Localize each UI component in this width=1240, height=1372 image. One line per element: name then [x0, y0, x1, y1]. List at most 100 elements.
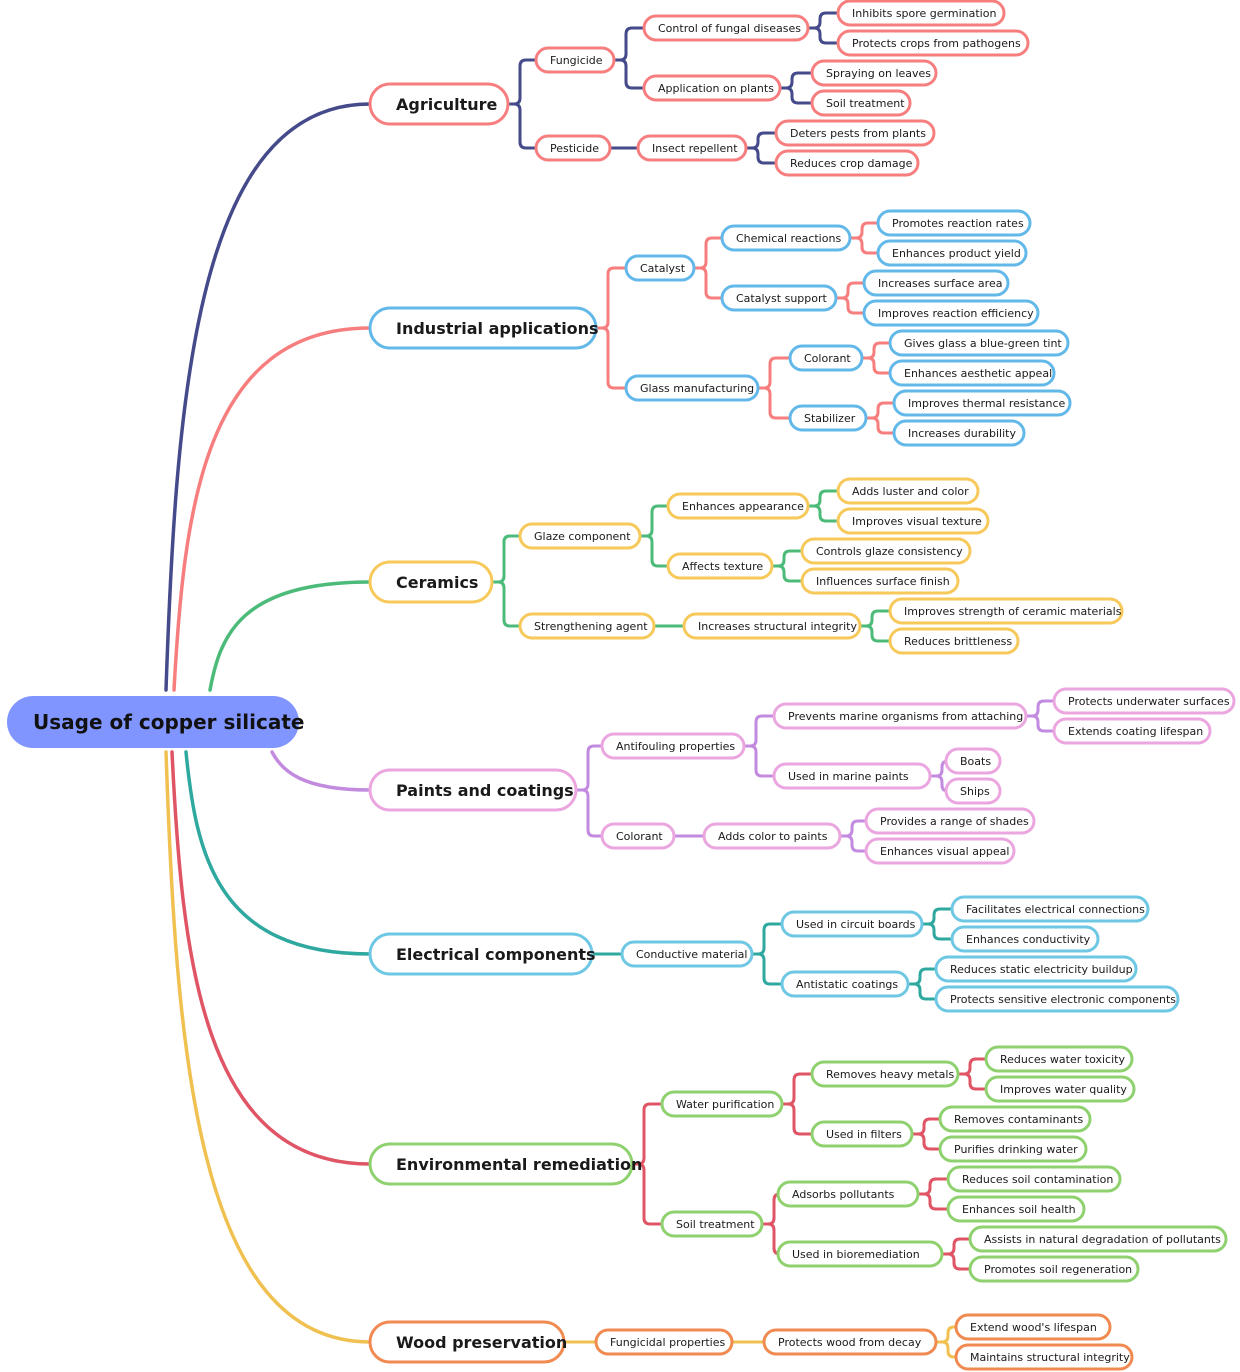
topic-node-colorant[interactable]: Colorant	[788, 344, 864, 372]
topic-node-protects-wood-from-decay[interactable]: Protects wood from decay	[762, 1328, 938, 1356]
topic-node-gives-glass-a-blue-green-tint[interactable]: Gives glass a blue-green tint	[888, 329, 1070, 357]
topic-node-increases-durability[interactable]: Increases durability	[892, 419, 1026, 447]
topic-node-reduces-soil-contamination[interactable]: Reduces soil contamination	[946, 1165, 1122, 1193]
node-box	[944, 747, 1002, 775]
topic-node-glaze-component[interactable]: Glaze component	[518, 522, 642, 550]
topic-node-ships[interactable]: Ships	[944, 777, 1002, 805]
topic-node-glass-manufacturing[interactable]: Glass manufacturing	[624, 374, 760, 402]
node-box	[666, 492, 810, 520]
topic-node-reduces-water-toxicity[interactable]: Reduces water toxicity	[984, 1045, 1134, 1073]
topic-node-extend-wood-s-lifespan[interactable]: Extend wood's lifespan	[954, 1313, 1112, 1341]
topic-node-chemical-reactions[interactable]: Chemical reactions	[720, 224, 852, 252]
topic-node-spraying-on-leaves[interactable]: Spraying on leaves	[810, 59, 938, 87]
topic-node-protects-underwater-surfaces[interactable]: Protects underwater surfaces	[1052, 687, 1236, 715]
topic-node-enhances-visual-appeal[interactable]: Enhances visual appeal	[864, 837, 1016, 865]
topic-node-ceramics[interactable]: Ceramics	[368, 560, 494, 604]
topic-node-enhances-appearance[interactable]: Enhances appearance	[666, 492, 810, 520]
connector	[1024, 699, 1056, 718]
topic-node-assists-in-natural-degradation-of-pollutants[interactable]: Assists in natural degradation of pollut…	[968, 1225, 1228, 1253]
topic-node-protects-sensitive-electronic-components[interactable]: Protects sensitive electronic components	[934, 985, 1180, 1013]
topic-node-used-in-marine-paints[interactable]: Used in marine paints	[772, 762, 932, 790]
node-label: Reduces brittleness	[904, 635, 1012, 648]
node-box	[620, 940, 754, 968]
topic-node-inhibits-spore-germination[interactable]: Inhibits spore germination	[836, 0, 1006, 27]
topic-node-adds-luster-and-color[interactable]: Adds luster and color	[836, 477, 980, 505]
topic-node-affects-texture[interactable]: Affects texture	[666, 552, 774, 580]
topic-node-conductive-material[interactable]: Conductive material	[620, 940, 754, 968]
topic-node-maintains-structural-integrity[interactable]: Maintains structural integrity	[954, 1343, 1134, 1371]
node-box	[836, 0, 1006, 27]
topic-node-extends-coating-lifespan[interactable]: Extends coating lifespan	[1052, 717, 1212, 745]
topic-node-agriculture[interactable]: Agriculture	[368, 82, 510, 126]
topic-node-improves-thermal-resistance[interactable]: Improves thermal resistance	[892, 389, 1072, 417]
topic-node-improves-strength-of-ceramic-materials[interactable]: Improves strength of ceramic materials	[888, 597, 1124, 625]
topic-node-water-purification[interactable]: Water purification	[660, 1090, 784, 1118]
topic-node-wood-preservation[interactable]: Wood preservation	[368, 1320, 567, 1364]
topic-node-pesticide[interactable]: Pesticide	[534, 134, 612, 162]
topic-node-deters-pests-from-plants[interactable]: Deters pests from plants	[774, 119, 936, 147]
topic-node-prevents-marine-organisms-from-attaching[interactable]: Prevents marine organisms from attaching	[772, 702, 1028, 730]
central-topic[interactable]: Usage of copper silicate	[7, 696, 304, 748]
connector	[910, 1132, 942, 1151]
topic-node-protects-crops-from-pathogens[interactable]: Protects crops from pathogens	[836, 29, 1030, 57]
topic-node-reduces-static-electricity-buildup[interactable]: Reduces static electricity buildup	[934, 955, 1138, 983]
topic-node-enhances-aesthetic-appeal[interactable]: Enhances aesthetic appeal	[888, 359, 1056, 387]
topic-node-industrial-applications[interactable]: Industrial applications	[368, 306, 599, 350]
topic-node-enhances-soil-health[interactable]: Enhances soil health	[946, 1195, 1086, 1223]
node-box	[368, 932, 594, 976]
node-box	[660, 1090, 784, 1118]
node-label: Boats	[960, 755, 991, 768]
topic-node-paints-and-coatings[interactable]: Paints and coatings	[368, 768, 578, 812]
node-box	[862, 299, 1040, 327]
topic-node-insect-repellent[interactable]: Insect repellent	[636, 134, 748, 162]
topic-node-antistatic-coatings[interactable]: Antistatic coatings	[780, 970, 910, 998]
topic-node-improves-visual-texture[interactable]: Improves visual texture	[836, 507, 990, 535]
topic-node-removes-heavy-metals[interactable]: Removes heavy metals	[810, 1060, 960, 1088]
connector	[742, 744, 776, 778]
topic-node-purifies-drinking-water[interactable]: Purifies drinking water	[938, 1135, 1088, 1163]
topic-node-controls-glaze-consistency[interactable]: Controls glaze consistency	[800, 537, 972, 565]
topic-node-electrical-components[interactable]: Electrical components	[368, 932, 596, 976]
topic-node-antifouling-properties[interactable]: Antifouling properties	[600, 732, 746, 760]
node-box	[836, 507, 990, 535]
topic-node-environmental-remediation[interactable]: Environmental remediation	[368, 1142, 642, 1186]
topic-node-improves-reaction-efficiency[interactable]: Improves reaction efficiency	[862, 299, 1040, 327]
node-label: Soil treatment	[676, 1218, 755, 1231]
topic-node-fungicide[interactable]: Fungicide	[534, 46, 616, 74]
topic-node-enhances-product-yield[interactable]: Enhances product yield	[876, 239, 1028, 267]
node-box	[810, 89, 912, 117]
topic-node-promotes-reaction-rates[interactable]: Promotes reaction rates	[876, 209, 1032, 237]
topic-node-soil-treatment[interactable]: Soil treatment	[810, 89, 912, 117]
topic-node-provides-a-range-of-shades[interactable]: Provides a range of shades	[864, 807, 1036, 835]
topic-node-used-in-circuit-boards[interactable]: Used in circuit boards	[780, 910, 924, 938]
topic-node-adsorbs-pollutants[interactable]: Adsorbs pollutants	[776, 1180, 920, 1208]
topic-node-application-on-plants[interactable]: Application on plants	[642, 74, 782, 102]
topic-node-stabilizer[interactable]: Stabilizer	[788, 404, 868, 432]
topic-node-catalyst-support[interactable]: Catalyst support	[720, 284, 838, 312]
node-box	[984, 1045, 1134, 1073]
topic-node-removes-contaminants[interactable]: Removes contaminants	[938, 1105, 1092, 1133]
node-box	[950, 895, 1150, 923]
topic-node-boats[interactable]: Boats	[944, 747, 1002, 775]
topic-node-facilitates-electrical-connections[interactable]: Facilitates electrical connections	[950, 895, 1150, 923]
topic-node-strengthening-agent[interactable]: Strengthening agent	[518, 612, 656, 640]
topic-node-influences-surface-finish[interactable]: Influences surface finish	[800, 567, 960, 595]
topic-node-colorant[interactable]: Colorant	[600, 822, 676, 850]
connector	[638, 534, 670, 568]
topic-node-control-of-fungal-diseases[interactable]: Control of fungal diseases	[642, 14, 810, 42]
topic-node-soil-treatment[interactable]: Soil treatment	[660, 1210, 764, 1238]
topic-node-promotes-soil-regeneration[interactable]: Promotes soil regeneration	[968, 1255, 1140, 1283]
topic-node-enhances-conductivity[interactable]: Enhances conductivity	[950, 925, 1100, 953]
topic-node-catalyst[interactable]: Catalyst	[624, 254, 696, 282]
node-label: Reduces water toxicity	[1000, 1053, 1125, 1066]
topic-node-fungicidal-properties[interactable]: Fungicidal properties	[594, 1328, 734, 1356]
topic-node-improves-water-quality[interactable]: Improves water quality	[984, 1075, 1136, 1103]
topic-node-reduces-brittleness[interactable]: Reduces brittleness	[888, 627, 1020, 655]
topic-node-reduces-crop-damage[interactable]: Reduces crop damage	[774, 149, 920, 177]
topic-node-increases-surface-area[interactable]: Increases surface area	[862, 269, 1010, 297]
topic-node-increases-structural-integrity[interactable]: Increases structural integrity	[682, 612, 862, 640]
topic-node-used-in-bioremediation[interactable]: Used in bioremediation	[776, 1240, 944, 1268]
topic-node-used-in-filters[interactable]: Used in filters	[810, 1120, 914, 1148]
topic-node-adds-color-to-paints[interactable]: Adds color to paints	[702, 822, 842, 850]
node-label: Chemical reactions	[736, 232, 841, 245]
